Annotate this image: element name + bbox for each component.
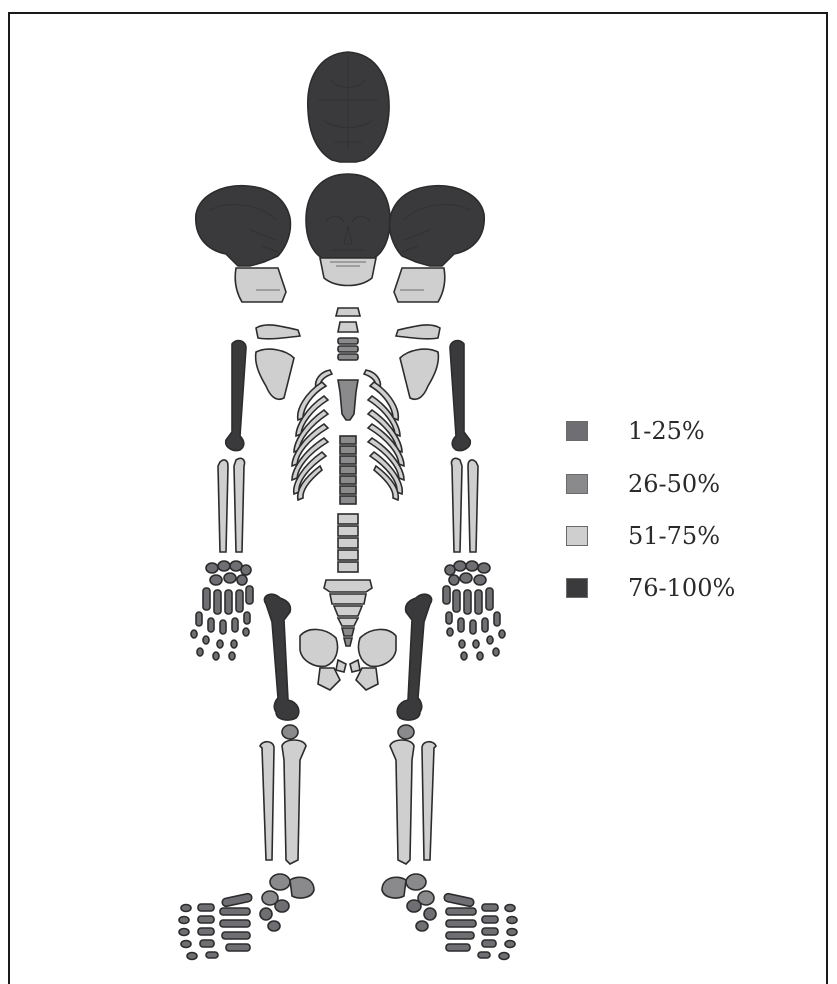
legend-swatch	[566, 474, 588, 494]
legend-item-1-25: 1-25%	[566, 414, 786, 448]
femur-left	[264, 594, 298, 720]
legend-swatch	[566, 421, 588, 441]
legend-swatch	[566, 578, 588, 598]
foot-right	[382, 874, 517, 960]
lower-leg-right	[390, 740, 436, 864]
legend-swatch	[566, 526, 588, 546]
forearm-right	[451, 458, 478, 552]
patella-left	[282, 725, 298, 739]
legend-item-76-100: 76-100%	[566, 571, 786, 605]
legend-item-51-75: 51-75%	[566, 519, 786, 553]
patella-right	[398, 725, 414, 739]
hand-left	[191, 561, 253, 660]
sternum	[338, 380, 358, 420]
lower-leg-left	[260, 740, 306, 864]
skull-right-lateral	[390, 186, 485, 302]
skull-basal-view	[308, 52, 389, 162]
clavicle-left	[256, 325, 300, 339]
legend-label: 1-25%	[628, 414, 705, 448]
forearm-left	[218, 458, 245, 552]
ribs-right	[364, 370, 404, 500]
hand-right	[443, 561, 505, 660]
clavicle-right	[396, 325, 440, 339]
thoracic-vertebrae	[340, 436, 356, 504]
legend-item-26-50: 26-50%	[566, 467, 786, 501]
legend-label: 26-50%	[628, 467, 720, 501]
skull-anterior-view	[306, 174, 390, 286]
humerus-left	[226, 341, 246, 451]
humerus-right	[450, 341, 470, 451]
lumbar-vertebrae	[338, 514, 358, 572]
skull-left-lateral	[196, 186, 291, 302]
scapula-left	[256, 349, 294, 399]
femur-right	[397, 594, 431, 720]
cervical-vertebrae	[336, 308, 360, 360]
ribs-left	[292, 370, 332, 500]
legend-label: 51-75%	[628, 519, 720, 553]
scapula-right	[400, 349, 438, 399]
foot-left	[179, 874, 314, 960]
legend-label: 76-100%	[628, 571, 735, 605]
